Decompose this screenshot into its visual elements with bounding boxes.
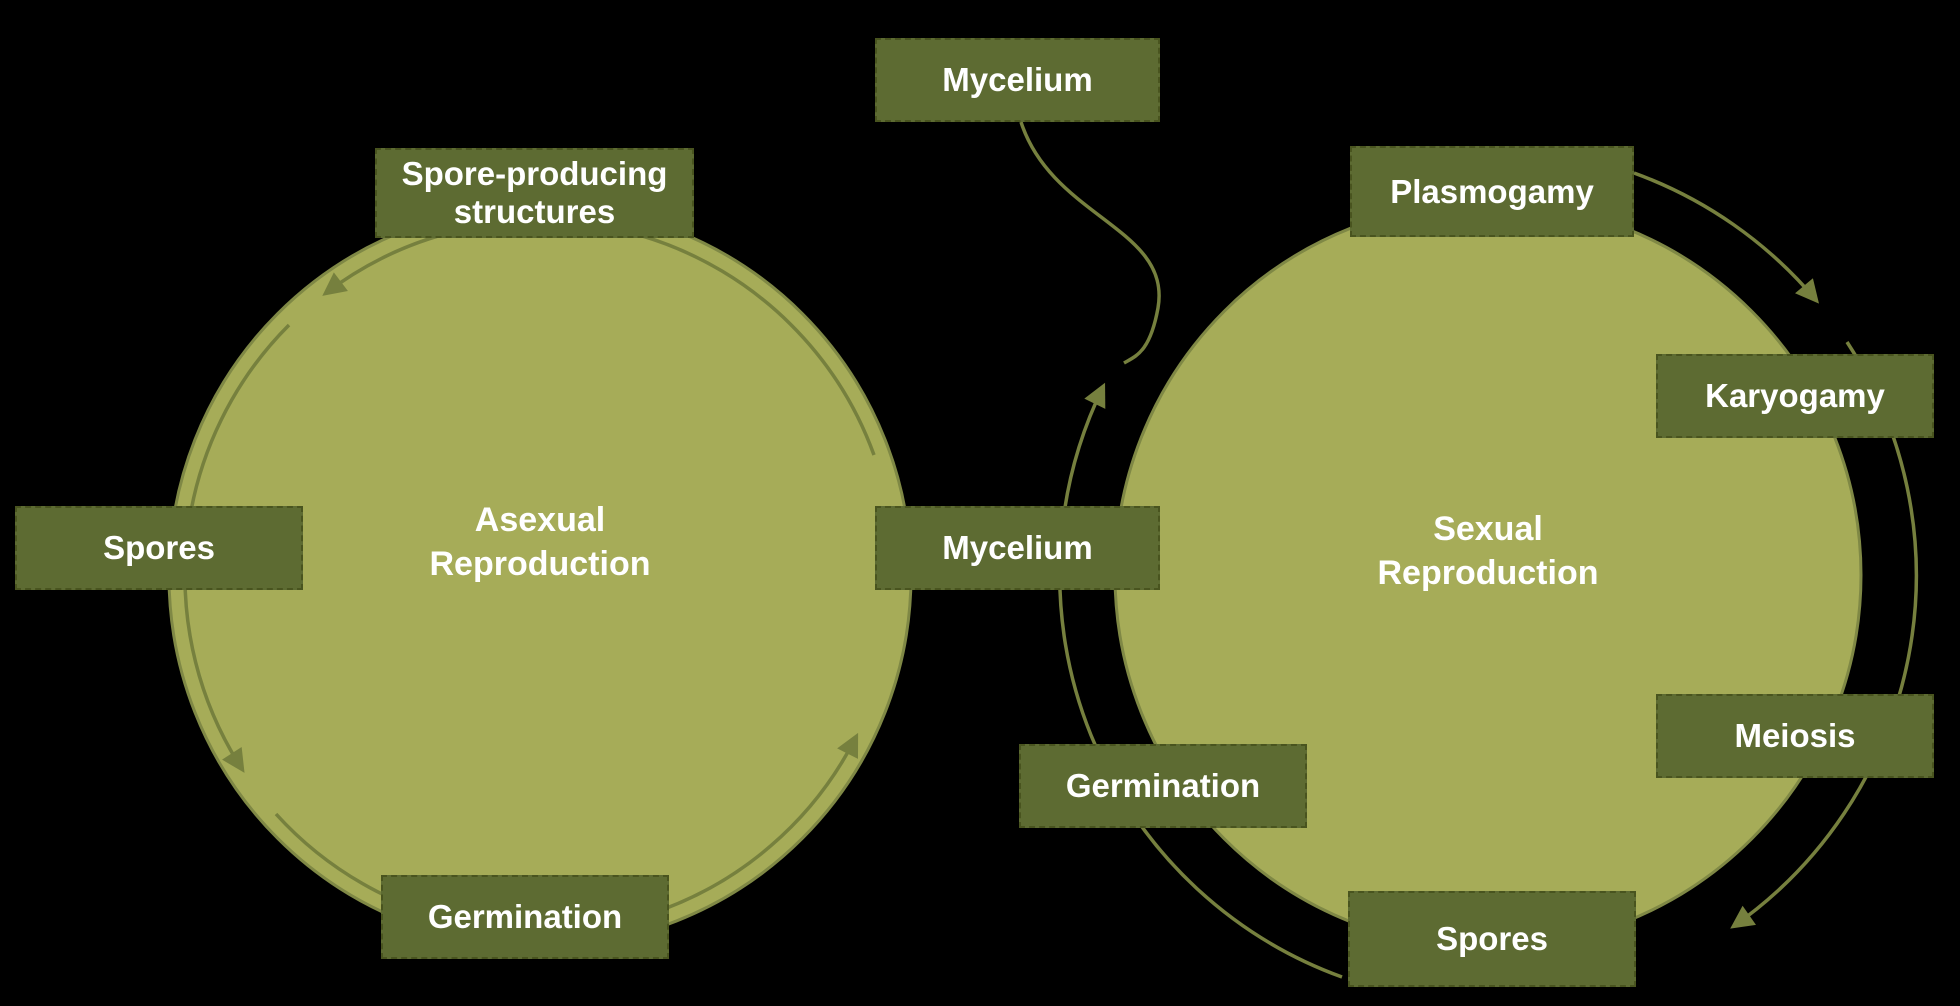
sexual-arc-left-up-arrow bbox=[1058, 382, 1343, 979]
node-spores-sexual: Spores bbox=[1348, 891, 1636, 987]
node-meiosis: Meiosis bbox=[1656, 694, 1934, 778]
asexual-cycle-title: Asexual Reproduction bbox=[429, 501, 651, 584]
node-germination-asexual: Germination bbox=[381, 875, 669, 959]
mycelium-connector-curve bbox=[1019, 121, 1161, 365]
node-plasmogamy: Plasmogamy bbox=[1350, 146, 1634, 237]
node-karyogamy: Karyogamy bbox=[1656, 354, 1934, 438]
sexual-arc-top-right-arrow bbox=[1633, 171, 1820, 304]
node-spore-producing-structures: Spore-producing structures bbox=[375, 148, 694, 238]
asexual-arc-bottom-right-arrow bbox=[649, 732, 859, 916]
node-germination-sexual: Germination bbox=[1019, 744, 1307, 828]
node-spores-asexual: Spores bbox=[15, 506, 303, 590]
sexual-cycle-title: Sexual Reproduction bbox=[1377, 510, 1599, 593]
node-mycelium-middle: Mycelium bbox=[875, 506, 1160, 590]
node-mycelium-top: Mycelium bbox=[875, 38, 1160, 122]
